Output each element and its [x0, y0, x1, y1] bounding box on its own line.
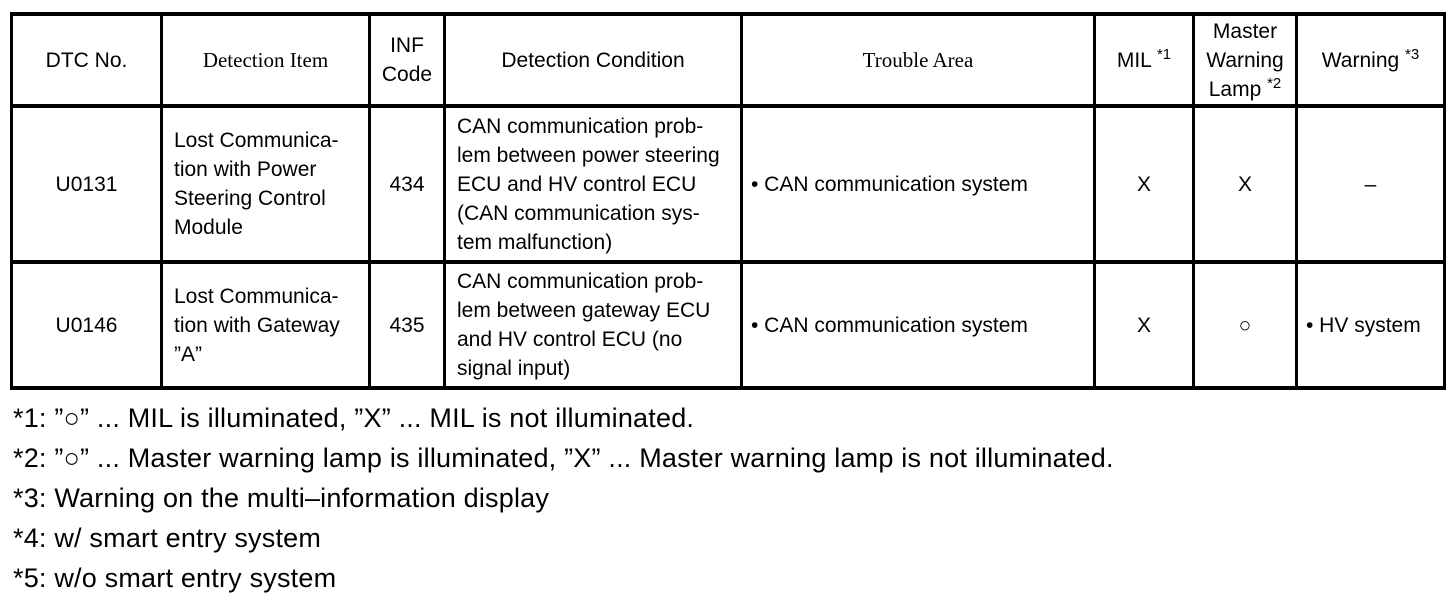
col-header-inf-code: INF Code	[368, 12, 446, 108]
cell-mil-status: X	[1093, 260, 1195, 390]
cell-warning-status: –	[1295, 104, 1446, 264]
cell-detection-condition: CAN communication prob- lem between gate…	[443, 260, 743, 390]
dtc-table: DTC No. Detection Item INF Code Detectio…	[10, 12, 1446, 390]
cell-warning-status: • HV system	[1295, 260, 1446, 390]
footnote-1: *1: ”○” ... MIL is illuminated, ”X” ... …	[13, 403, 695, 433]
cell-mil-status: X	[1093, 104, 1195, 264]
col-header-mil-label: MIL	[1116, 48, 1152, 72]
col-header-master-warning-lamp: Master Warning Lamp *2	[1192, 12, 1298, 108]
col-header-master-warning-lamp-label: Master Warning Lamp	[1206, 19, 1284, 101]
footnote-5: *5: w/o smart entry system	[13, 563, 337, 593]
cell-dtc-no: U0146	[10, 260, 163, 390]
cell-dtc-no: U0131	[10, 104, 163, 264]
col-header-dtc-no: DTC No.	[10, 12, 163, 108]
col-header-warning: Warning *3	[1295, 12, 1446, 108]
cell-master-warning-lamp-status: ○	[1192, 260, 1298, 390]
cell-trouble-area: • CAN communication system	[740, 260, 1096, 390]
footnote-4: *4: w/ smart entry system	[13, 523, 322, 553]
table-header-row: DTC No. Detection Item INF Code Detectio…	[10, 12, 1446, 108]
footnote-2: *2: ”○” ... Master warning lamp is illum…	[13, 443, 1114, 473]
cell-inf-code: 434	[368, 104, 446, 264]
table-row: U0146 Lost Communica- tion with Gateway …	[10, 260, 1446, 390]
cell-inf-code: 435	[368, 260, 446, 390]
col-header-warning-footnote-ref: *3	[1405, 45, 1420, 63]
col-header-master-warning-lamp-footnote-ref: *2	[1267, 74, 1282, 92]
cell-master-warning-lamp-status: X	[1192, 104, 1298, 264]
col-header-mil-footnote-ref: *1	[1156, 45, 1172, 63]
col-header-detection-item: Detection Item	[160, 12, 371, 108]
col-header-detection-condition: Detection Condition	[443, 12, 743, 108]
footnote-3: *3: Warning on the multi–information dis…	[13, 483, 550, 513]
cell-trouble-area: • CAN communication system	[740, 104, 1096, 264]
col-header-mil: MIL *1	[1093, 12, 1195, 108]
footnotes: *1: ”○” ... MIL is illuminated, ”X” ... …	[10, 398, 1456, 598]
cell-detection-item: Lost Communica- tion with Gateway ”A”	[160, 260, 371, 390]
col-header-warning-label: Warning	[1321, 48, 1400, 72]
col-header-trouble-area: Trouble Area	[740, 12, 1096, 108]
cell-detection-condition: CAN communication prob- lem between powe…	[443, 104, 743, 264]
table-row: U0131 Lost Communica- tion with Power St…	[10, 104, 1446, 264]
dtc-manual-page: DTC No. Detection Item INF Code Detectio…	[10, 12, 1456, 598]
cell-detection-item: Lost Communica- tion with Power Steering…	[160, 104, 371, 264]
